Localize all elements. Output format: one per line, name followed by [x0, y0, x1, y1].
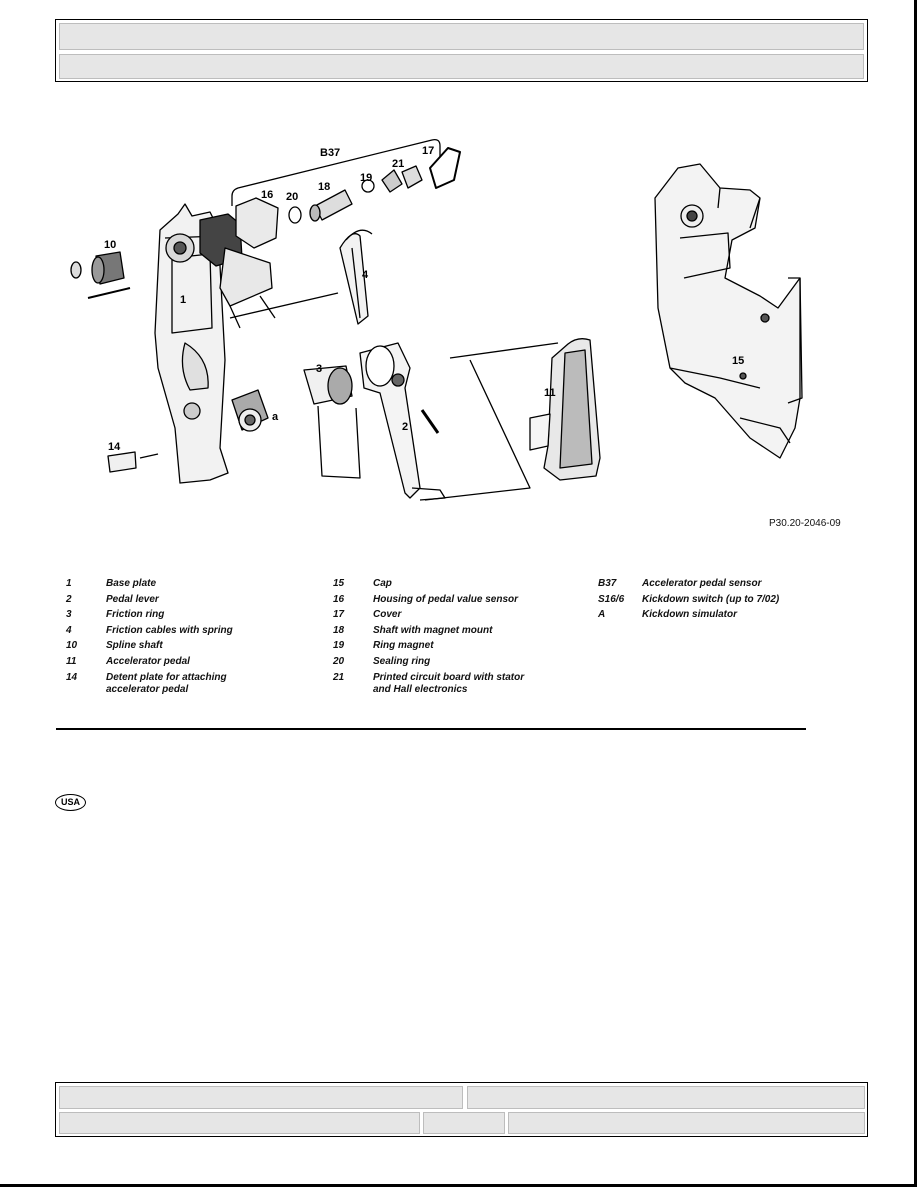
legend-item: 21 Printed circuit board with stator and …: [333, 672, 563, 696]
callout-15: 15: [732, 355, 744, 367]
footer-cell-top-left: [59, 1086, 463, 1109]
legend-item-label: Accelerator pedal: [106, 655, 190, 667]
callout-11: 11: [544, 387, 556, 399]
legend-item-label: Detent plate for attaching accelerator p…: [106, 671, 227, 695]
document-header: [55, 19, 868, 82]
legend-item-number: 21: [333, 671, 345, 683]
legend-item-number: 19: [333, 640, 345, 652]
document-footer: [55, 1082, 868, 1137]
legend-item-label: Spline shaft: [106, 640, 163, 652]
legend-item-number: 14: [66, 671, 78, 683]
legend-item-number: 1: [66, 578, 72, 589]
legend-item-number: 16: [333, 593, 345, 605]
legend-item-number: 3: [66, 609, 72, 621]
usa-badge: USA: [55, 794, 86, 811]
legend-item-label: Cap: [373, 578, 392, 589]
legend-item-label: Housing of pedal value sensor: [373, 593, 519, 605]
accelerator-pedal-exploded-diagram: B37 16 20 18 19 21 17 10 1 4 3 2 11 14 1…: [70, 138, 803, 501]
legend-item: 11 Accelerator pedal: [66, 656, 286, 668]
callout-17: 17: [422, 145, 434, 157]
legend-item-label: Friction ring: [106, 609, 165, 621]
callout-b37: B37: [320, 147, 340, 159]
footer-cell-top-right: [467, 1086, 865, 1109]
legend-item-number: 4: [66, 624, 72, 636]
legend-item-number: 15: [333, 578, 345, 589]
legend-item-label: Accelerator pedal sensor: [642, 578, 762, 589]
legend-item-label: Pedal lever: [106, 593, 159, 605]
legend-item: 4 Friction cables with spring: [66, 625, 286, 637]
header-subtitle-bar: [59, 54, 864, 79]
legend-item-number: 18: [333, 624, 345, 636]
callout-18: 18: [318, 181, 330, 193]
callout-16a: 16: [261, 189, 273, 201]
legend-item: 15 Cap: [333, 578, 563, 590]
footer-cell-bottom-right: [508, 1112, 865, 1134]
legend-item: 18 Shaft with magnet mount: [333, 625, 563, 637]
legend-item: B37 Accelerator pedal sensor: [598, 578, 838, 590]
callout-a: a: [272, 411, 279, 423]
legend-item: A Kickdown simulator: [598, 609, 838, 621]
legend-item-label: Friction cables with spring: [106, 624, 233, 636]
header-title-bar: [59, 23, 864, 50]
legend-item-label: Kickdown switch (up to 7/02): [642, 593, 780, 605]
callout-10: 10: [104, 239, 116, 251]
legend-column-2: 15 Cap 16 Housing of pedal value sensor 17 Co…: [333, 578, 563, 699]
legend-item: 14 Detent plate for attaching accelerator…: [66, 672, 286, 696]
legend-item-label: Ring magnet: [373, 640, 434, 652]
legend-item-number: 11: [66, 655, 77, 667]
callout-20: 20: [286, 191, 298, 203]
callout-3: 3: [316, 363, 322, 375]
legend-item: 19 Ring magnet: [333, 640, 563, 652]
legend-item: 10 Spline shaft: [66, 640, 286, 652]
legend-item: 2 Pedal lever: [66, 594, 286, 606]
callout-1: 1: [180, 294, 186, 306]
legend-item-number: S16/6: [598, 593, 625, 605]
figure-code: P30.20-2046-09: [769, 518, 841, 529]
legend-item-label: Kickdown simulator: [642, 609, 738, 621]
legend-item-number: 20: [333, 655, 345, 667]
callout-21: 21: [392, 158, 404, 170]
callout-2: 2: [402, 421, 408, 433]
legend-item-label: Printed circuit board with stator and Ha…: [373, 671, 525, 695]
legend-item-label: Cover: [373, 609, 402, 621]
section-divider: [56, 728, 806, 730]
legend-item-number: 2: [66, 593, 72, 605]
callout-14: 14: [108, 441, 121, 453]
legend-item-number: 10: [66, 640, 78, 652]
legend-item-label: Sealing ring: [373, 655, 431, 667]
legend-item: S16/6 Kickdown switch (up to 7/02): [598, 594, 838, 606]
callout-4: 4: [362, 269, 369, 281]
legend-item-number: A: [598, 609, 606, 621]
legend-item-number: 17: [333, 609, 345, 621]
callout-19: 19: [360, 172, 372, 184]
legend-column-1: 1 Base plate 2 Pedal lever 3 Friction ring 4 Fr…: [66, 578, 286, 699]
legend-item: 16 Housing of pedal value sensor: [333, 594, 563, 606]
legend-item-number: B37: [598, 578, 617, 589]
footer-cell-bottom-middle: [423, 1112, 505, 1134]
legend-item: 17 Cover: [333, 609, 563, 621]
legend-item-label: Base plate: [106, 578, 157, 589]
legend-item: 3 Friction ring: [66, 609, 286, 621]
legend-item-label: Shaft with magnet mount: [373, 624, 493, 636]
legend-item: 20 Sealing ring: [333, 656, 563, 668]
footer-cell-bottom-left: [59, 1112, 420, 1134]
legend-item: 1 Base plate: [66, 578, 286, 590]
